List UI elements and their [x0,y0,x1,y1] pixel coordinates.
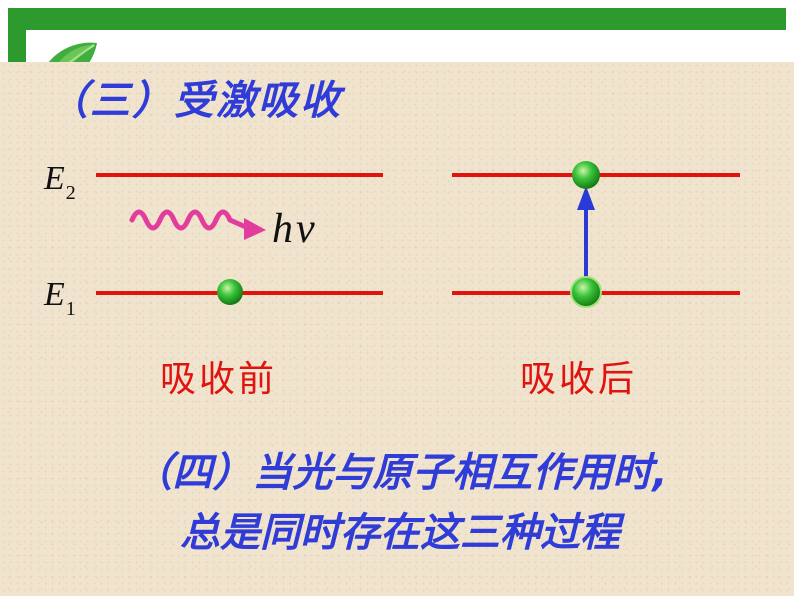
level-label-lower: E1 [44,276,76,320]
section-title: （三）受激吸收 [48,78,342,124]
level-label-upper: E2 [44,160,76,204]
conclusion-line-2: 总是同时存在这三种过程 [180,510,620,556]
up-arrow-icon [577,186,595,282]
level-subscript: 2 [65,182,76,204]
level-symbol: E [44,160,65,197]
atom-before [217,279,243,305]
caption-after: 吸收后 [520,359,638,400]
atom-after [572,161,600,189]
conclusion-line-1: （四）当光与原子相互作用时, [132,450,668,496]
level-subscript: 1 [65,298,76,320]
photon-label: hν [272,206,318,252]
level-symbol: E [44,276,65,313]
wavy-arrow-icon [129,209,266,240]
slide-body [0,62,794,596]
caption-before: 吸收前 [160,359,278,400]
atom-vacated [570,276,602,308]
